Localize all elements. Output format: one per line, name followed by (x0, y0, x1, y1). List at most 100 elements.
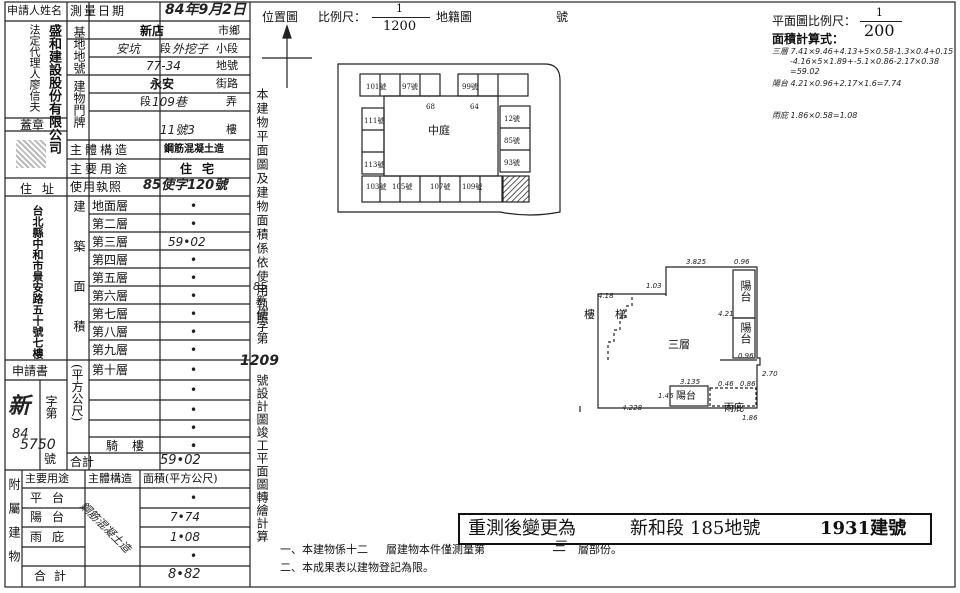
plan-scale-label: 平面圖比例尺： (772, 14, 857, 28)
floor-row-value: • (190, 307, 198, 321)
plan-calc-label: 面積計算式： (772, 32, 845, 46)
seal-label: 蓋章 (20, 118, 45, 132)
plan-dimension-label: 3.135 (680, 378, 701, 386)
cadastral-label: 地籍圖 (436, 10, 473, 24)
floor-row-value: • (190, 343, 198, 357)
door-number-label: 建物門牌 (72, 80, 86, 128)
use-label: 主要用途 (70, 162, 131, 176)
seal-stamp (16, 140, 46, 168)
plan-calc-line: 陽台 4.21×0.96+2.17×1.6=7.74 (772, 79, 902, 88)
location-unit-label: 68 (426, 103, 435, 111)
door-lane: 109巷 (152, 95, 187, 109)
floor-row-value: • (190, 199, 198, 213)
plan-stairs-label: 樓梯 (584, 308, 646, 321)
door-road-unit: 街路 (216, 77, 238, 90)
applicant-header: 申請人姓名 (7, 4, 62, 17)
plan-balcony-label: 陽台 (739, 322, 752, 344)
land-number-unit: 地號 (216, 59, 238, 72)
floor-row-name: 第四層 (92, 253, 129, 267)
note-1-suffix: 層部份。 (578, 543, 622, 556)
renumber-stamp: 重測後變更為 新和段 185地號 1931建號 (458, 513, 932, 545)
plan-scale-num: 1 (876, 6, 883, 19)
floor-row-name: 第五層 (92, 271, 129, 285)
land-city-unit: 市鄉 (218, 24, 240, 37)
structure-value: 鋼筋混凝土造 (164, 144, 224, 155)
door-number: 11號3 (160, 123, 195, 137)
appendage-row-value: 1•08 (170, 530, 200, 544)
land-subsection: 外挖子 (172, 42, 209, 56)
location-center-label: 中庭 (428, 124, 450, 137)
note-2: 二、本成果表以建物登記為限。 (280, 561, 434, 574)
location-unit-label: 93號 (504, 159, 520, 167)
floor-row-value: • (190, 439, 198, 453)
door-road: 永安 (150, 77, 175, 91)
floor-row-value: • (190, 421, 198, 435)
appendage-header-area: 面積(平方公尺) (143, 472, 218, 485)
floor-row-value: • (190, 325, 198, 339)
note-1-prefix: 一、本建物係十二 (280, 543, 368, 556)
floor-row-value: • (190, 383, 198, 397)
floor-row-value: • (190, 253, 198, 267)
appendage-header-structure: 主體構造 (88, 472, 132, 485)
plan-dimension-label: 1.86 (742, 414, 758, 422)
floor-row-name: 騎樓 (106, 439, 159, 453)
license-value: 85使字120號 (143, 178, 228, 193)
appendage-total-value: 8•82 (168, 567, 201, 582)
location-unit-label: 99號 (462, 83, 478, 91)
use-value: 住宅 (180, 162, 225, 176)
address-label: 住址 (20, 182, 65, 196)
plan-dimension-label: 0.96 (738, 352, 754, 360)
application-word-label: 字第 (44, 395, 58, 419)
plan-dimension-label: 0.46 (718, 380, 734, 388)
location-scale-num: 1 (396, 2, 403, 15)
appendage-row-value: • (190, 491, 198, 505)
appendage-total-label: 合計 (34, 569, 75, 583)
application-number: 5750 (20, 437, 56, 453)
plan-calc-line: -4.16×5×1.89+-5.1×0.86-2.17×0.38 (790, 57, 940, 66)
plan-dimension-label: 3.825 (686, 258, 707, 266)
appendage-row-name: 陽台 (30, 510, 75, 524)
plan-balcony-label: 陽台 (739, 280, 752, 302)
location-unit-label: 101號 (366, 83, 387, 91)
floor-row-value: • (190, 271, 198, 285)
cadastral-suffix: 號 (556, 10, 569, 24)
location-unit-label: 103號 (366, 183, 387, 191)
floor-row-value: 59•02 (168, 235, 206, 249)
plan-dimension-label: 4.228 (622, 404, 643, 412)
location-scale-bar (372, 17, 430, 18)
stamp-land: 185地號 (690, 518, 761, 539)
land-number: 77-34 (146, 59, 181, 73)
plan-floor-label: 三層 (668, 338, 690, 351)
application-year: 84 (12, 427, 29, 442)
floor-row-value: • (190, 217, 198, 231)
floor-row-value: • (190, 363, 198, 377)
door-floor-unit: 樓 (226, 123, 237, 136)
applicant-representative: 法定代理人廖信夫 (28, 24, 41, 112)
location-unit-label: 105號 (392, 183, 413, 191)
door-section-unit: 段 (140, 95, 151, 108)
floor-area-label: 建築面積 (72, 200, 86, 360)
floor-row-name: 第三層 (92, 235, 129, 249)
land-section: 安坑 (116, 42, 141, 56)
location-unit-label: 111號 (364, 117, 385, 125)
appendage-row-value: • (190, 549, 198, 563)
location-unit-label: 113號 (364, 161, 385, 169)
land-subsection-unit: 小段 (216, 42, 238, 55)
stamp-prefix: 重測後變更為 (468, 518, 576, 539)
appendage-header-use: 主要用途 (25, 472, 69, 485)
structure-label: 主體構造 (70, 143, 131, 157)
location-unit-label: 107號 (430, 183, 451, 191)
plan-canopy-label: 雨庇 (724, 403, 744, 414)
plan-dimension-label: 0.96 (734, 258, 750, 266)
land-city: 新店 (140, 24, 165, 38)
location-unit-label: 64 (470, 103, 479, 111)
stamp-building: 1931建號 (820, 518, 907, 539)
application-number-label: 號 (44, 452, 57, 466)
plan-scale-bar (860, 21, 902, 22)
block-highlight (502, 175, 530, 203)
door-alley-unit: 弄 (226, 95, 237, 108)
floor-total-value: 59•02 (160, 453, 201, 468)
vertical-note-bottom: 號設計圖竣工平面圖轉繪計算 (255, 374, 269, 543)
